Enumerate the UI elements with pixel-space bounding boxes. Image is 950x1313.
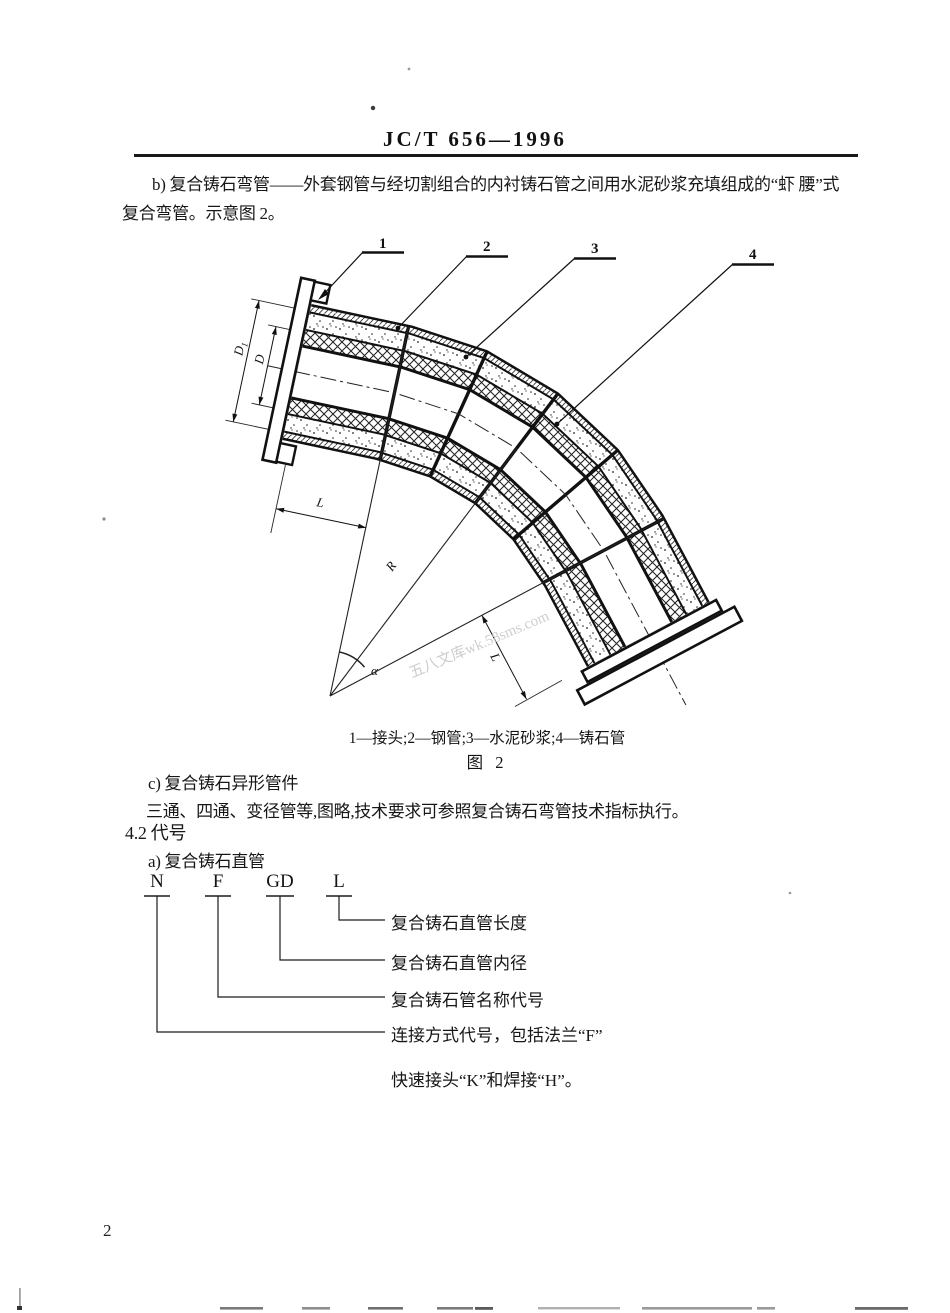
code-symbol-f: F (212, 871, 224, 892)
left-flange-plate (260, 276, 317, 465)
watermark-text: 五八文库wk.58sms.com (407, 607, 552, 681)
bore-diameter-label: D (251, 352, 268, 366)
callout-3: 3 (463, 241, 616, 360)
bend-radius-label: R (382, 558, 399, 574)
paragraph-b-line2: 复合弯管。示意图 2。 (122, 204, 285, 223)
right-flange-group (575, 598, 744, 707)
left-length-dimension: L (270, 463, 367, 534)
page-number: 2 (103, 1221, 112, 1240)
callout-4-number: 4 (749, 247, 757, 263)
paragraph-b-line1: b) 复合铸石弯管——外套钢管与经切割组合的内衬铸石管之间用水泥砂浆充填组成的“… (152, 175, 840, 194)
right-length-dimension: L (481, 615, 563, 707)
svg-text:D1: D1 (230, 340, 250, 358)
code-symbol-n: N (150, 871, 164, 892)
callout-1-number: 1 (379, 236, 387, 252)
bore-diameter-dimension: D (251, 326, 277, 405)
section-c-body: 三通、四通、变径管等,图略,技术要求可参照复合铸石弯管技术指标执行。 (146, 802, 689, 821)
angle-label: α (371, 663, 379, 678)
callout-2: 2 (395, 239, 508, 331)
header-rule (134, 154, 858, 157)
callout-4: 4 (554, 247, 774, 427)
outer-diameter-dimension: D1 (230, 300, 260, 422)
section-4-2-item-a: a) 复合铸石直管 (148, 852, 265, 871)
right-length-label: L (487, 649, 504, 663)
section-4-2-heading: 4.2 代号 (125, 823, 187, 843)
left-length-label: L (314, 494, 325, 510)
right-flange-inner-plate (580, 598, 724, 684)
code-desc-name: 复合铸石管名称代号 (391, 991, 544, 1010)
section-c-heading: c) 复合铸石异形管件 (148, 774, 299, 793)
code-desc-diameter: 复合铸石直管内径 (391, 954, 527, 973)
left-flange-group: D1 D (225, 276, 332, 467)
code-desc-length: 复合铸石直管长度 (391, 914, 527, 933)
pipe-center-line (267, 365, 687, 706)
figure-2-label: 图 2 (466, 753, 508, 772)
figure-2-caption: 1—接头;2—钢管;3—水泥砂浆;4—铸石管 (348, 730, 626, 747)
code-desc-connection-2: 快速接头“K”和焊接“H”。 (391, 1071, 582, 1090)
callout-3-number: 3 (591, 241, 599, 257)
bend-construction-lines (329, 326, 665, 697)
elbow-pipe-section (282, 304, 710, 668)
standard-number-header: JC/T 656—1996 (383, 127, 567, 151)
scan-artifacts (17, 67, 908, 1310)
code-symbol-gd: GD (266, 871, 294, 892)
outer-diameter-label: D (230, 344, 247, 358)
right-flange-outer-plate (575, 604, 744, 707)
designation-diagram-lines (144, 895, 385, 1033)
code-desc-connection-1: 连接方式代号，包括法兰“F” (391, 1026, 603, 1045)
callout-1: 1 (318, 236, 404, 300)
code-symbol-l: L (333, 871, 345, 892)
left-joint-block-bottom (274, 441, 298, 467)
callout-2-number: 2 (483, 239, 491, 255)
